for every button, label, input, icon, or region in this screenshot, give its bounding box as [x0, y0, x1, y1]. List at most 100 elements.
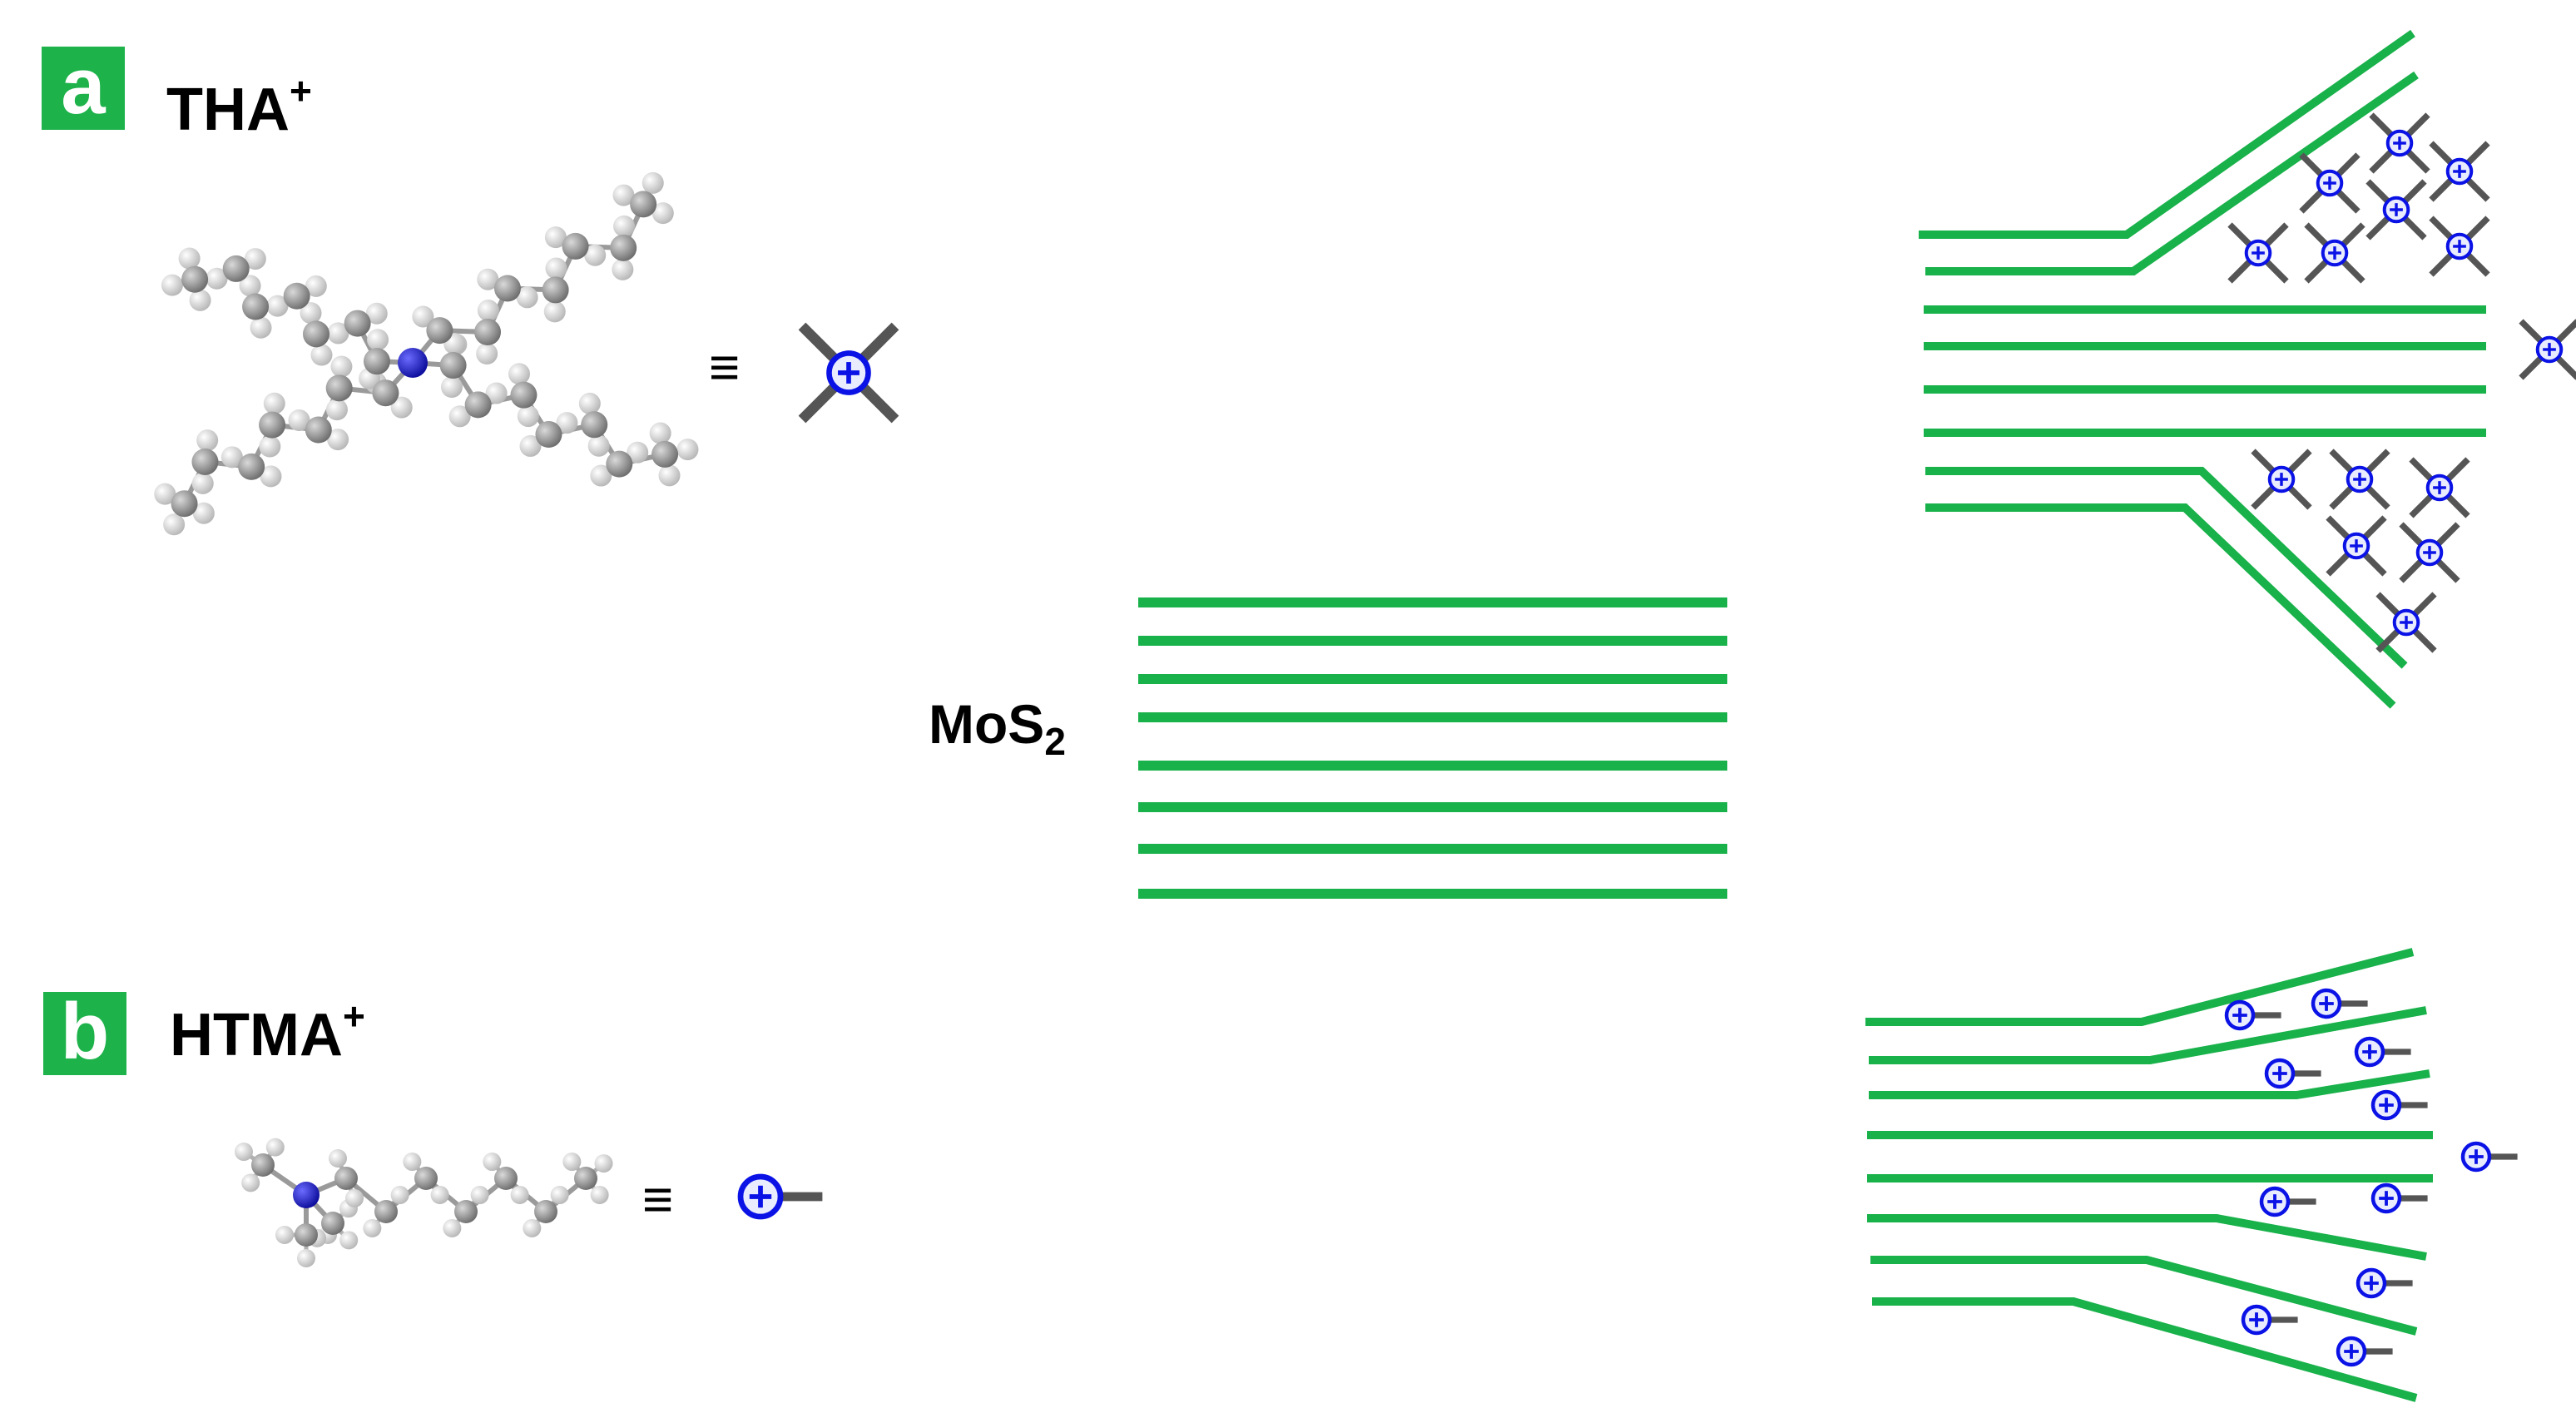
hydrogen-atom: [594, 1154, 613, 1173]
hydrogen-atom: [275, 1226, 294, 1244]
htma-title-text: HTMA: [170, 1002, 343, 1068]
hydrogen-atom: [403, 1153, 422, 1172]
hydrogen-atom: [477, 268, 499, 290]
hydrogen-atom: [363, 1218, 382, 1237]
hydrogen-atom: [163, 513, 186, 536]
mos2-layer: [1869, 1006, 2427, 1064]
hydrogen-atom: [196, 429, 219, 452]
tha-intercalated-stack: [1919, 29, 2486, 709]
htma-ion: [2370, 1182, 2428, 1214]
tha-cation-icon-shape: [798, 322, 899, 424]
ion-core: [2224, 999, 2256, 1031]
equiv-symbol-b: ≡: [642, 1168, 673, 1230]
carbon-atom: [414, 1167, 438, 1190]
tha-ion: [2365, 179, 2427, 240]
hydrogen-atom: [244, 248, 266, 270]
hydrogen-atom: [234, 1143, 253, 1162]
ion-core: [2460, 1141, 2492, 1173]
hydrogen-atom: [206, 267, 228, 290]
tha-ion: [2369, 112, 2430, 174]
ion-core: [2311, 988, 2342, 1019]
hydrogen-atom: [390, 1186, 409, 1205]
hydrogen-atom: [523, 1218, 542, 1237]
carbon-atom: [562, 232, 589, 260]
hydrogen-atom: [516, 286, 538, 309]
carbon-atom: [474, 319, 502, 346]
mos2-layer: [1925, 503, 2396, 709]
ion-core: [2425, 473, 2454, 502]
hydrogen-atom: [327, 429, 349, 451]
hydrogen-atom: [250, 316, 272, 339]
equiv-text-b: ≡: [642, 1169, 674, 1229]
hydrogen-atom: [562, 1153, 582, 1172]
carbon-atom: [464, 391, 492, 419]
hydrogen-atom: [365, 302, 388, 325]
hydrogen-atom: [300, 302, 322, 325]
hydrogen-atom: [259, 435, 281, 458]
ion-core: [2336, 1336, 2367, 1367]
hydrogen-atom: [327, 322, 349, 345]
ion-core: [2316, 169, 2344, 197]
hydrogen-atom: [578, 392, 601, 414]
mos2-layer: [1869, 1069, 2430, 1099]
hydrogen-atom: [642, 171, 664, 194]
carbon-atom: [181, 265, 209, 293]
ion-core: [2445, 157, 2474, 186]
mos2-label-sub: 2: [1044, 720, 1066, 764]
hydrogen-atom: [545, 257, 567, 280]
tha-title-text: THA: [166, 77, 290, 143]
hydrogen-atom: [154, 483, 176, 505]
hydrogen-atom: [305, 275, 327, 297]
carbon-atom: [238, 453, 265, 480]
hydrogen-atom: [510, 1185, 529, 1204]
hydrogen-atom: [329, 1149, 347, 1168]
carbon-atom: [542, 276, 569, 304]
ion-core: [2535, 335, 2564, 364]
mos2-label: MoS2: [929, 692, 1066, 764]
htma-ion: [2311, 988, 2368, 1019]
ion-core: [2264, 1058, 2296, 1089]
tha-intercalated-ions: [2227, 112, 2576, 653]
tha-ion: [2299, 152, 2361, 214]
atoms: [234, 1138, 613, 1267]
nitrogen-atom: [398, 348, 428, 378]
carbon-atom: [372, 379, 399, 407]
hydrogen-atom: [390, 396, 413, 419]
htma-ion: [2264, 1058, 2321, 1089]
tha-charge: +: [289, 69, 312, 112]
htma-cation-icon-shape: [737, 1173, 823, 1220]
hydrogen-atom: [590, 464, 612, 487]
carbon-atom: [303, 320, 330, 348]
hydrogen-atom: [178, 247, 201, 270]
hydrogen-atom: [161, 274, 183, 296]
hydrogen-atom: [192, 502, 215, 524]
mos2-layer: [1870, 1256, 2418, 1336]
htma-ion: [2259, 1186, 2316, 1217]
tha-ion: [2519, 319, 2576, 380]
carbon-atom: [171, 490, 198, 518]
hydrogen-atom: [485, 382, 508, 404]
hydrogen-atom: [556, 412, 578, 434]
mos2-layer: [1919, 29, 2415, 239]
tha-ion: [2429, 141, 2490, 202]
hydrogen-atom: [265, 1138, 285, 1157]
hydrogen-atom: [470, 1186, 489, 1205]
mos2-layer: [1865, 948, 2415, 1026]
hydrogen-atom: [325, 399, 348, 421]
carbon-atom: [630, 191, 657, 218]
hydrogen-atom: [189, 289, 211, 311]
mos2-label-main: MoS: [929, 693, 1045, 755]
htma-ion: [2460, 1141, 2518, 1173]
ion-core: [2342, 532, 2370, 560]
tha-ion: [2329, 449, 2390, 510]
tha-ion: [2304, 222, 2365, 284]
carbon-atom: [574, 1167, 597, 1190]
hydrogen-atom: [330, 355, 353, 378]
mos2-layer: [1872, 1297, 2418, 1402]
hydrogen-atom: [612, 184, 635, 206]
htma-molecule-model: [234, 1138, 613, 1267]
ion-core: [2241, 1304, 2272, 1336]
ion-core: [2370, 1182, 2402, 1214]
hydrogen-atom: [651, 202, 674, 225]
